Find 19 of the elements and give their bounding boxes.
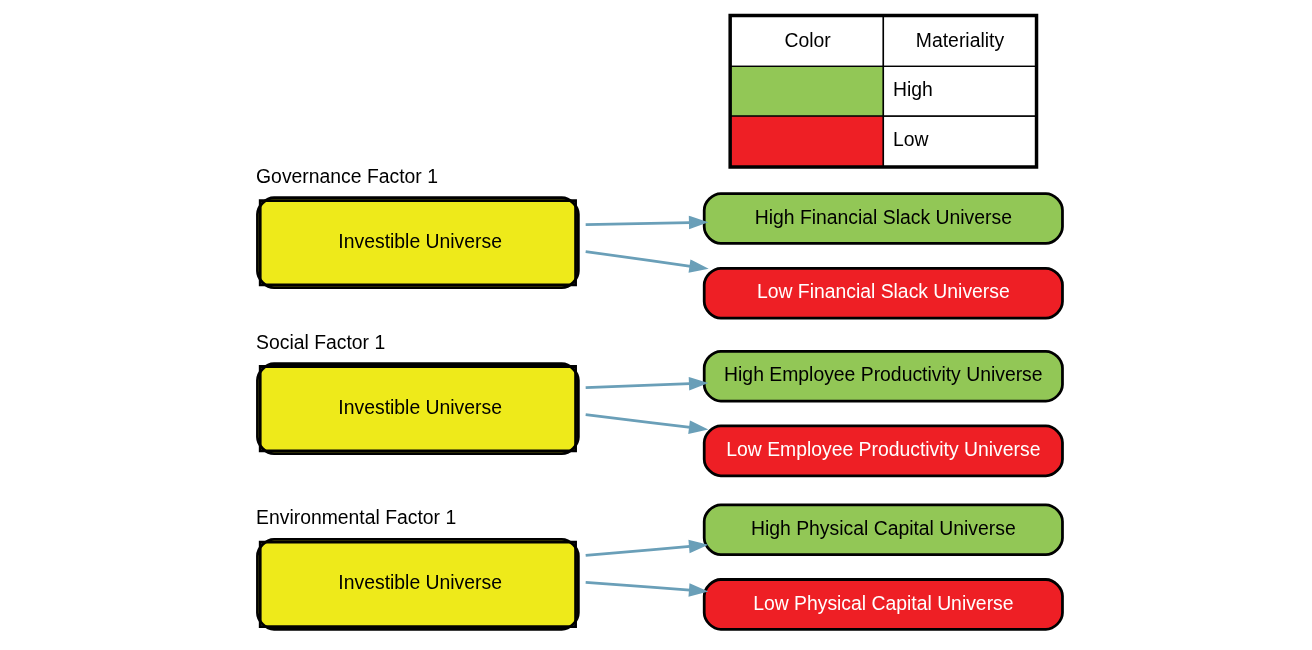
- node-box: High Employee Productivity Universe: [702, 349, 1064, 403]
- node-box: High Physical Capital Universe: [702, 503, 1064, 556]
- arrow: [584, 250, 709, 273]
- label: Color: [783, 28, 831, 51]
- arrow: [585, 215, 708, 230]
- node-label: Environmental Factor 1: [255, 506, 456, 529]
- node-label: Governance Factor 1: [255, 164, 438, 187]
- arrow: [585, 413, 708, 434]
- node-box: Low Financial Slack Universe: [702, 266, 1064, 320]
- arrow: [585, 539, 708, 557]
- node-box: Low Physical Capital Universe: [702, 578, 1064, 631]
- node-box: High Financial Slack Universe: [702, 192, 1064, 245]
- legend-label: Low: [892, 128, 929, 151]
- node-box: Low Employee Productivity Universe: [702, 424, 1064, 478]
- legend-label: High: [892, 78, 933, 101]
- label: Materiality: [915, 28, 1004, 51]
- arrow: [585, 580, 708, 597]
- arrow: [585, 376, 708, 391]
- node-label: Social Factor 1: [255, 330, 385, 353]
